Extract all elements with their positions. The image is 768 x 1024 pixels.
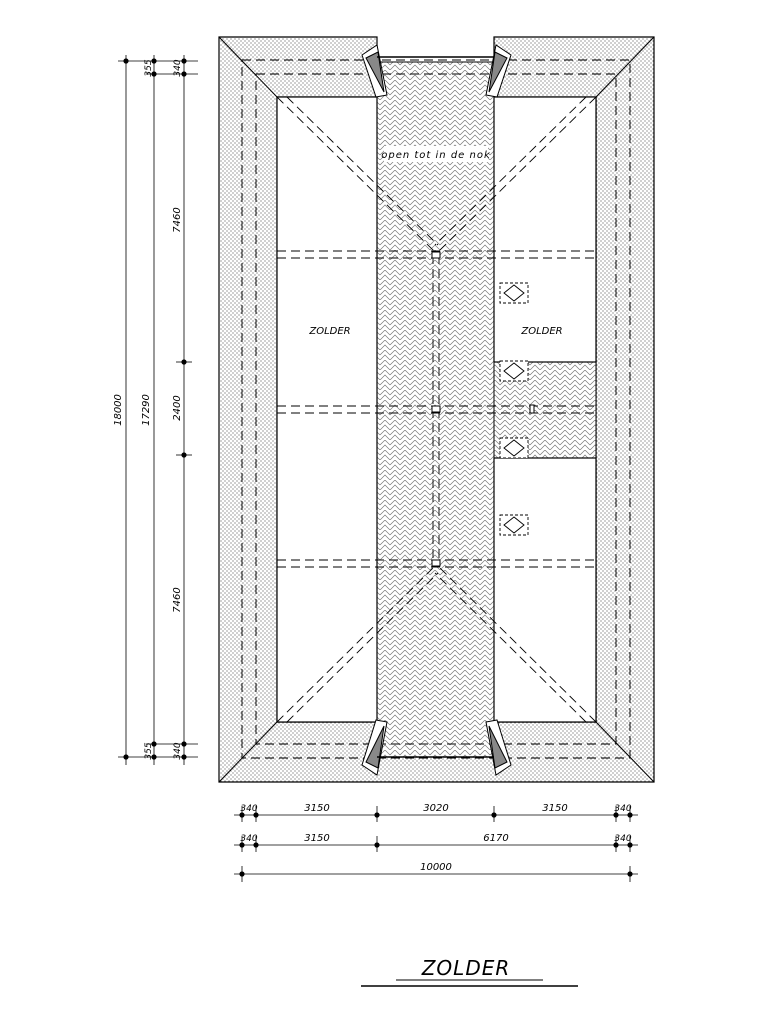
dim-b2-6170: 6170 bbox=[483, 833, 508, 844]
dim-7460-bottom: 7460 bbox=[172, 587, 183, 612]
dim-b2-340-left: 340 bbox=[240, 834, 257, 844]
gable-details bbox=[361, 44, 512, 776]
skylights bbox=[499, 282, 529, 536]
dim-17290: 17290 bbox=[141, 394, 152, 426]
room-label-right: ZOLDER bbox=[520, 326, 562, 337]
dim-355-top: 355 bbox=[144, 59, 154, 76]
left-dimension-lines bbox=[118, 55, 198, 765]
left-dimension-labels: 18000 17290 355 340 7460 2400 7460 355 3… bbox=[113, 59, 183, 759]
dim-b1-340-right: 340 bbox=[614, 804, 631, 814]
skylight-1 bbox=[499, 282, 529, 304]
dim-b1-340-left: 340 bbox=[240, 804, 257, 814]
roof-dashed-lines bbox=[241, 59, 631, 759]
bottom-dimension-labels: 340 3150 3020 3150 340 340 3150 6170 340… bbox=[240, 803, 631, 873]
drawing-title: ZOLDER bbox=[361, 956, 578, 987]
hip-lines bbox=[218, 36, 655, 783]
title-text: ZOLDER bbox=[421, 956, 511, 980]
dim-b1-3020: 3020 bbox=[423, 803, 448, 814]
dim-b1-3150-left: 3150 bbox=[304, 803, 329, 814]
skylight-2 bbox=[499, 360, 529, 382]
attic-floor bbox=[276, 96, 597, 723]
skylight-4 bbox=[499, 514, 529, 536]
bottom-dimension-lines bbox=[234, 806, 638, 882]
dim-340-top: 340 bbox=[173, 59, 183, 76]
skylight-3 bbox=[499, 437, 529, 459]
room-label-left: ZOLDER bbox=[308, 326, 350, 337]
dim-b2-340-right: 340 bbox=[614, 834, 631, 844]
dim-b1-3150-right: 3150 bbox=[542, 803, 567, 814]
dim-2400: 2400 bbox=[172, 395, 183, 420]
dim-355-bottom: 355 bbox=[144, 742, 154, 759]
ridge-nodes bbox=[431, 251, 535, 567]
dim-7460-top: 7460 bbox=[172, 207, 183, 232]
dim-b3-10000: 10000 bbox=[420, 862, 452, 873]
dim-b2-3150: 3150 bbox=[304, 833, 329, 844]
dim-18000: 18000 bbox=[113, 394, 124, 426]
dim-340-bottom: 340 bbox=[173, 742, 183, 759]
note-open-to-ridge: open tot in de nok bbox=[381, 150, 491, 161]
